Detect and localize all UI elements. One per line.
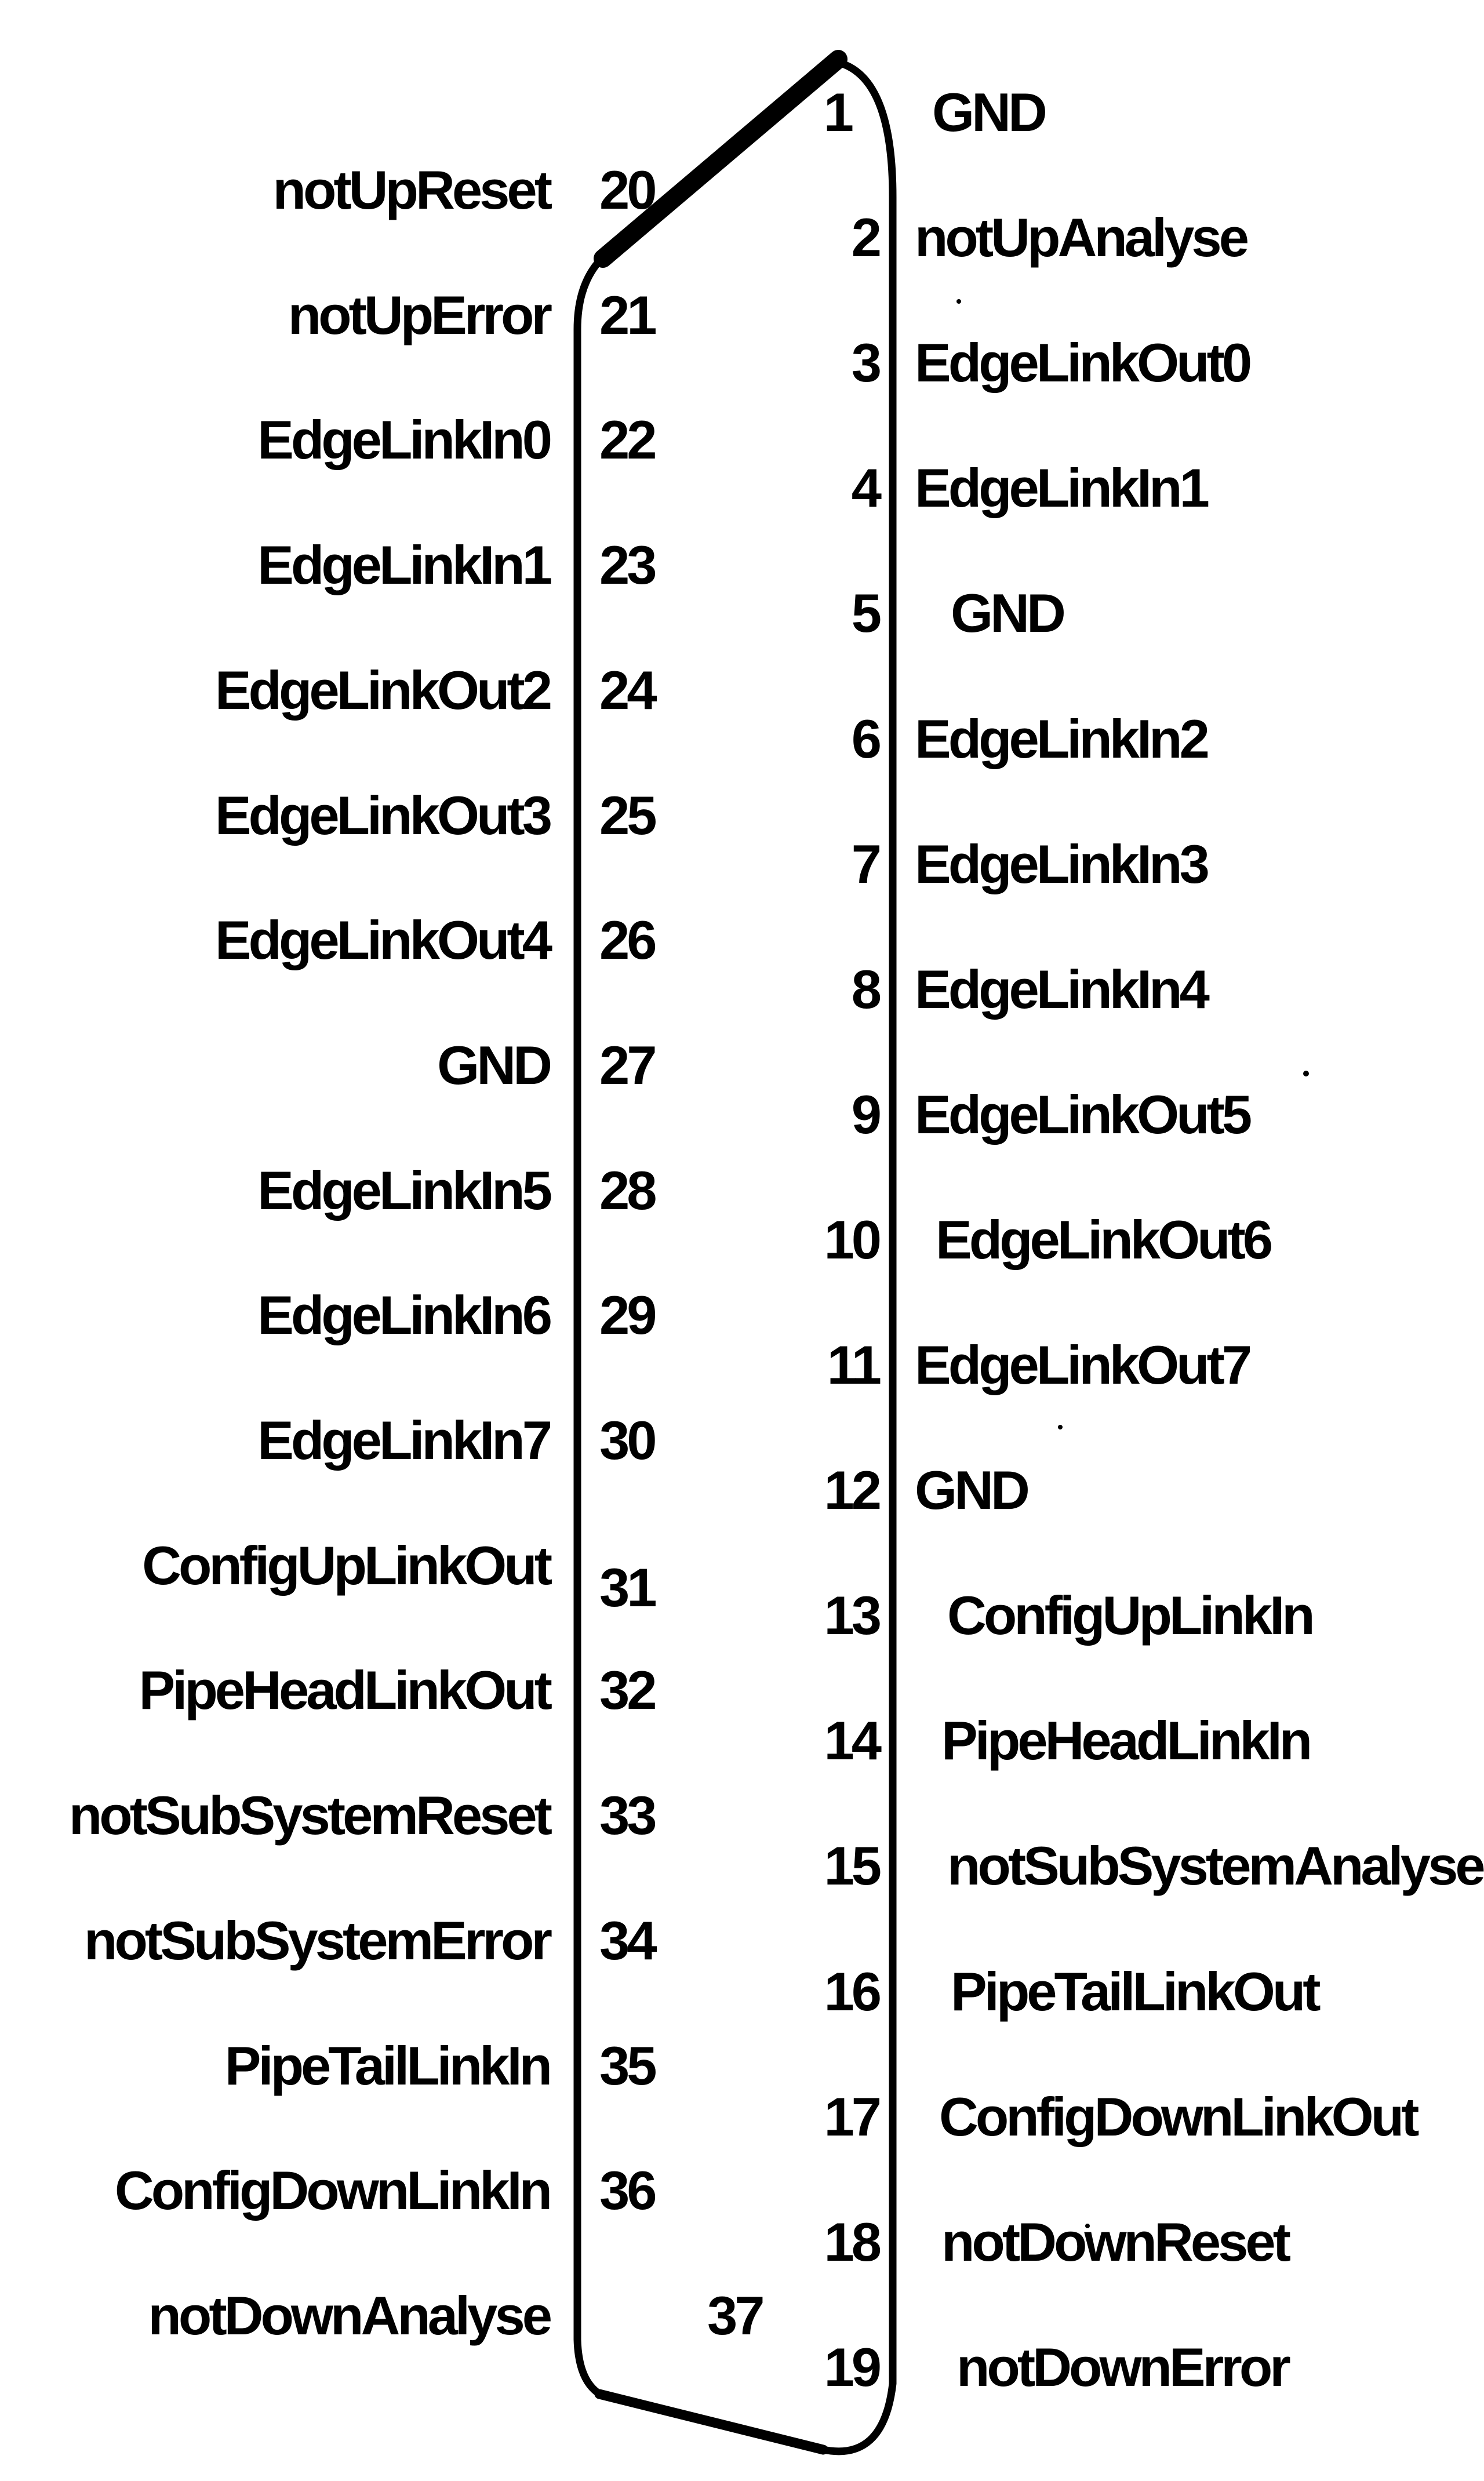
pin-number: 8 xyxy=(851,958,882,1020)
pin-number: 32 xyxy=(599,1660,657,1721)
pin-label: notDownReset xyxy=(941,2211,1291,2272)
pin-label: notUpError xyxy=(288,284,552,345)
pin-label: notDownAnalyse xyxy=(148,2285,552,2347)
pin-label: notSubSystemAnalyse xyxy=(947,1835,1484,1897)
pin-label: GND xyxy=(932,82,1047,143)
pin-label: EdgeLinkOut6 xyxy=(936,1209,1273,1271)
pin-number: 10 xyxy=(824,1209,882,1271)
pin-label: EdgeLinkIn1 xyxy=(257,534,552,596)
pin-label: ConfigUpLinkIn xyxy=(947,1585,1315,1646)
pin-number: 25 xyxy=(599,784,657,846)
pin-label: ConfigUpLinkOut xyxy=(142,1534,552,1596)
pin-label: PipeTailLinkOut xyxy=(951,1960,1321,2022)
scan-artifact-dot xyxy=(956,299,961,304)
pin-label: GND xyxy=(951,583,1066,644)
pin-number: 17 xyxy=(824,2086,882,2147)
pin-number: 13 xyxy=(824,1585,882,1646)
pin-label: PipeHeadLinkIn xyxy=(941,1710,1312,1771)
pin-label: notUpAnalyse xyxy=(915,207,1249,268)
pin-number: 30 xyxy=(599,1410,657,1471)
pin-number: 14 xyxy=(824,1710,882,1771)
connector-body-outline xyxy=(573,57,897,2455)
pin-number: 18 xyxy=(824,2211,882,2272)
pin-number: 3 xyxy=(851,332,882,394)
scan-artifact-dot xyxy=(1058,1425,1063,1429)
pin-label: EdgeLinkOut4 xyxy=(214,910,552,971)
pin-label: PipeTailLinkIn xyxy=(224,2035,552,2096)
pin-label: GND xyxy=(915,1460,1030,1521)
pin-number: 6 xyxy=(851,708,882,769)
pin-number: 23 xyxy=(599,534,657,596)
scan-artifact-dot xyxy=(1303,1071,1309,1076)
pin-label: notSubSystemReset xyxy=(68,1785,552,1846)
pin-number: 2 xyxy=(851,207,882,268)
pin-label: EdgeLinkIn0 xyxy=(257,409,552,471)
pin-label: EdgeLinkIn4 xyxy=(915,958,1210,1020)
pin-number: 36 xyxy=(599,2160,657,2221)
bottom-chamfer-edge xyxy=(594,2389,828,2455)
pin-number: 7 xyxy=(851,833,882,894)
pin-number: 1 xyxy=(823,82,854,143)
pin-number: 21 xyxy=(599,284,657,345)
pin-number: 37 xyxy=(707,2285,765,2347)
pin-number: 20 xyxy=(599,159,657,221)
pin-number: 19 xyxy=(824,2336,882,2398)
pin-number: 28 xyxy=(599,1159,657,1221)
pin-label: notUpReset xyxy=(272,159,552,221)
pin-label: EdgeLinkIn7 xyxy=(257,1410,552,1471)
pin-label: PipeHeadLinkOut xyxy=(139,1660,552,1721)
pin-number: 5 xyxy=(851,583,882,644)
pin-number: 9 xyxy=(851,1083,882,1145)
pin-number: 31 xyxy=(599,1556,657,1618)
top-chamfer-edge xyxy=(594,50,848,268)
pin-label: EdgeLinkOut7 xyxy=(915,1334,1252,1396)
pin-label: EdgeLinkIn5 xyxy=(257,1159,552,1221)
pin-number: 34 xyxy=(599,1909,657,1971)
pin-label: notSubSystemError xyxy=(84,1909,552,1971)
pin-label: EdgeLinkIn6 xyxy=(257,1285,552,1346)
pin-label: EdgeLinkOut3 xyxy=(214,784,552,846)
pin-label: GND xyxy=(437,1035,552,1096)
scan-artifact-dot xyxy=(1085,2224,1090,2228)
pin-number: 12 xyxy=(824,1460,882,1521)
pin-number: 26 xyxy=(599,910,657,971)
pin-label: notDownError xyxy=(956,2336,1291,2398)
pin-number: 11 xyxy=(827,1334,882,1396)
pin-label: EdgeLinkIn3 xyxy=(915,833,1210,894)
pin-label: ConfigDownLinkIn xyxy=(114,2160,552,2221)
pin-label: EdgeLinkOut2 xyxy=(214,659,552,721)
pin-number: 24 xyxy=(599,659,657,721)
pin-number: 33 xyxy=(599,1785,657,1846)
pin-number: 29 xyxy=(599,1285,657,1346)
pin-number: 16 xyxy=(824,1960,882,2022)
pin-number: 15 xyxy=(824,1835,882,1897)
pin-number: 22 xyxy=(599,409,657,471)
pin-number: 4 xyxy=(851,457,882,519)
pin-number: 35 xyxy=(599,2035,657,2096)
pin-label: EdgeLinkIn2 xyxy=(915,708,1210,769)
pin-number: 27 xyxy=(599,1035,657,1096)
pin-label: EdgeLinkIn1 xyxy=(915,457,1210,519)
pin-label: EdgeLinkOut0 xyxy=(915,332,1252,394)
pin-label: ConfigDownLinkOut xyxy=(939,2086,1419,2147)
pin-label: EdgeLinkOut5 xyxy=(915,1083,1252,1145)
